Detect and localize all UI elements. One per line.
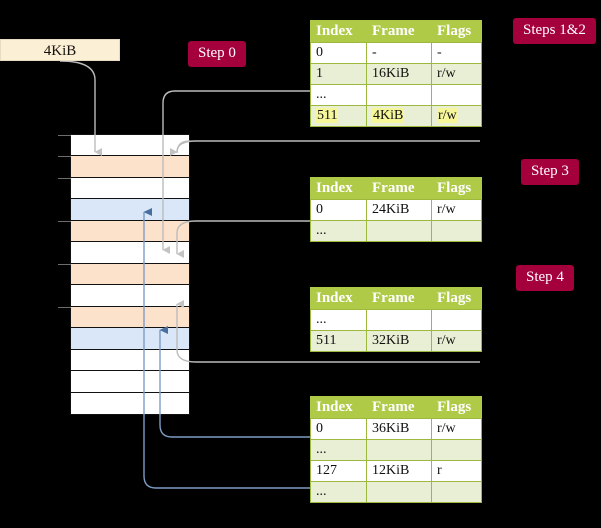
- memory-frame-row: [71, 306, 189, 329]
- cell-flags: [431, 439, 482, 461]
- cell-index: ...: [310, 220, 367, 242]
- memory-frame-row: [71, 285, 189, 307]
- cell-index: ...: [310, 439, 367, 461]
- cell-index: 511: [310, 105, 367, 127]
- physical-memory-column: [70, 134, 190, 415]
- cell-frame: 4KiB: [366, 105, 432, 127]
- cell-frame: [366, 220, 432, 242]
- cell-index: ...: [310, 309, 367, 331]
- badge-label: Step 4: [526, 269, 564, 285]
- cell-frame: [366, 84, 432, 106]
- cell-flags: -: [431, 42, 482, 64]
- cell-flags: [431, 220, 482, 242]
- cell-flags: r/w: [431, 199, 482, 221]
- column-header-index: Index: [310, 396, 367, 419]
- virtual-page-label: 4KiB: [43, 43, 77, 59]
- cell-index: ...: [310, 84, 367, 106]
- virtual-page-box: 4KiB: [0, 39, 120, 61]
- table-row[interactable]: ...: [310, 309, 482, 331]
- memory-frame-tick: [58, 135, 71, 136]
- table-row[interactable]: ...: [310, 439, 482, 461]
- cell-frame: [366, 309, 432, 331]
- cell-frame: 16KiB: [366, 63, 432, 85]
- badge-step-0: Step 0: [188, 41, 246, 67]
- table-row[interactable]: ...: [310, 84, 482, 106]
- memory-frame-row: [71, 220, 189, 243]
- cell-flags: r/w: [431, 418, 482, 440]
- cell-index: 511: [310, 330, 367, 352]
- memory-frame-tick: [58, 263, 71, 265]
- column-header-frame: Frame: [366, 20, 432, 43]
- cell-flags: [431, 481, 482, 503]
- memory-frame-row: [71, 242, 189, 264]
- cell-index: ...: [310, 481, 367, 503]
- cell-frame: 12KiB: [366, 460, 432, 482]
- cell-frame: 36KiB: [366, 418, 432, 440]
- badge-label: Step 0: [198, 45, 236, 61]
- memory-frame-row: [71, 328, 189, 350]
- column-header-frame: Frame: [366, 177, 432, 200]
- cell-flags: r/w: [431, 63, 482, 85]
- memory-frame-row: [71, 199, 189, 221]
- memory-frame-row: [71, 392, 189, 414]
- memory-frame-tick: [58, 220, 71, 222]
- cell-frame: [366, 481, 432, 503]
- memory-frame-row: [71, 135, 189, 157]
- badge-steps-1-2: Steps 1&2: [513, 18, 596, 44]
- column-header-index: Index: [310, 287, 367, 310]
- badge-step-3: Step 3: [521, 159, 579, 185]
- memory-frame-row: [71, 263, 189, 286]
- table-row[interactable]: ...: [310, 481, 482, 503]
- cell-frame: -: [366, 42, 432, 64]
- cell-flags: r/w: [431, 105, 482, 127]
- cell-flags: r: [431, 460, 482, 482]
- cell-index: 1: [310, 63, 367, 85]
- table-row[interactable]: ...: [310, 220, 482, 242]
- column-header-frame: Frame: [366, 396, 432, 419]
- column-header-flags: Flags: [431, 396, 482, 419]
- cell-index: 0: [310, 199, 367, 221]
- column-header-index: Index: [310, 20, 367, 43]
- column-header-index: Index: [310, 177, 367, 200]
- cell-frame: 32KiB: [366, 330, 432, 352]
- column-header-flags: Flags: [431, 177, 482, 200]
- cell-flags: [431, 84, 482, 106]
- column-header-flags: Flags: [431, 287, 482, 310]
- memory-frame-tick: [58, 306, 71, 308]
- badge-label: Step 3: [531, 163, 569, 179]
- memory-frame-row: [71, 349, 189, 372]
- cell-index: 127: [310, 460, 367, 482]
- badge-step-4: Step 4: [516, 265, 574, 291]
- cell-index: 0: [310, 42, 367, 64]
- cell-frame: 24KiB: [366, 199, 432, 221]
- memory-frame-tick: [58, 156, 71, 158]
- badge-label: Steps 1&2: [523, 22, 586, 38]
- cell-index: 0: [310, 418, 367, 440]
- memory-frame-row: [71, 156, 189, 178]
- column-header-flags: Flags: [431, 20, 482, 43]
- table-row[interactable]: 0--: [310, 42, 482, 64]
- memory-frame-tick: [58, 177, 71, 179]
- memory-frame-row: [71, 371, 189, 393]
- cell-flags: r/w: [431, 330, 482, 352]
- cell-flags: [431, 309, 482, 331]
- memory-frame-row: [71, 177, 189, 200]
- cell-frame: [366, 439, 432, 461]
- column-header-frame: Frame: [366, 287, 432, 310]
